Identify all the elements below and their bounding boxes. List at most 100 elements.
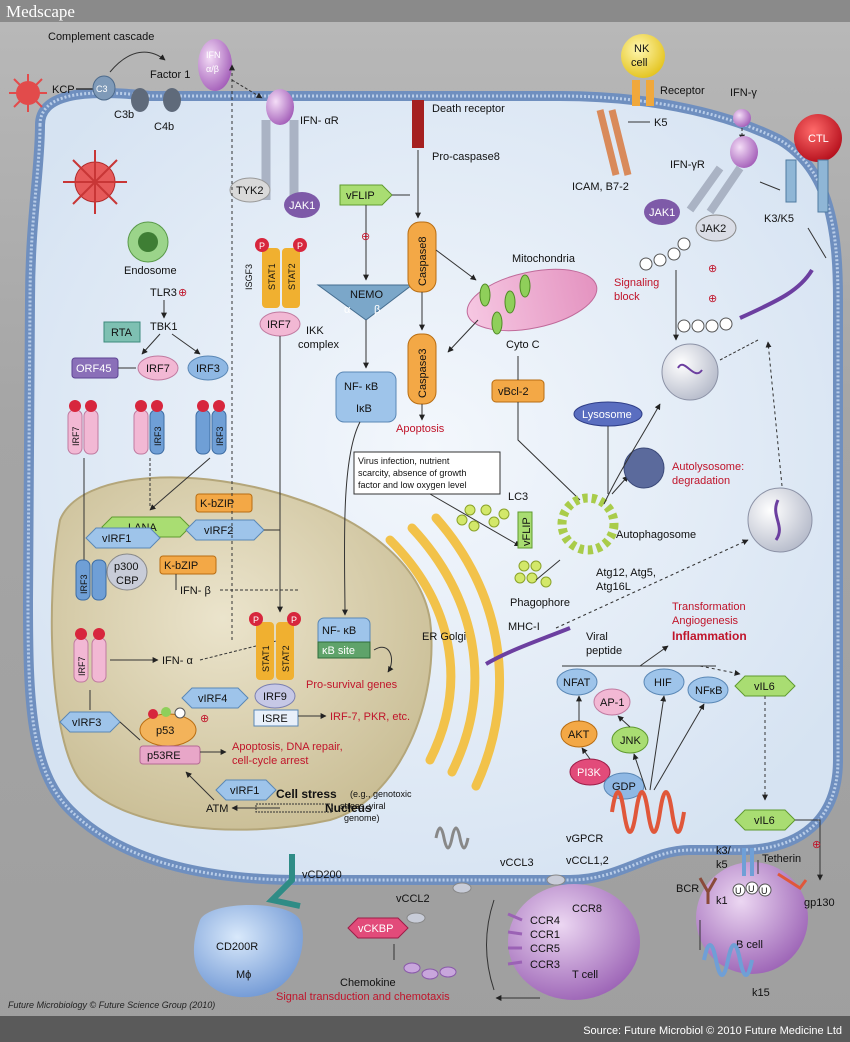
- virf1-a-protein: [85, 527, 161, 549]
- nk-receptor-2: [646, 80, 654, 106]
- mhc-degrade-arrow: [719, 339, 759, 361]
- vbcl2-label: vBcl-2: [498, 386, 529, 398]
- u-label-2: U: [748, 884, 755, 894]
- mito-to-casp3-arrow: [447, 319, 479, 353]
- vil6-a-label: vIL6: [754, 681, 775, 693]
- source-text: Source: Future Microbiol © 2010 Future M…: [583, 1025, 842, 1037]
- c3-label: C3: [96, 84, 108, 94]
- to-proteasome-arrow: [603, 403, 661, 505]
- mito-bcl2-proteins: [479, 274, 531, 335]
- lc3-label: LC3: [508, 491, 528, 503]
- nfkb-ikb-complex: [335, 371, 397, 423]
- death-receptor: [412, 100, 424, 148]
- kbzip-a-label: K-bZIP: [200, 498, 234, 510]
- ubiquitin-chain-b: [677, 317, 733, 333]
- mhc1-label: MHC-I: [508, 621, 540, 633]
- ifn-ab-label-2: α/β: [206, 64, 219, 74]
- irf7-nuclear-label: IRF7: [77, 656, 87, 676]
- lc3-particles: [456, 504, 510, 532]
- vccl2-molecule: [406, 912, 426, 924]
- plus-sign-f: ⊕: [812, 839, 821, 851]
- vil6-b: [734, 809, 796, 831]
- b-cell-label: B cell: [736, 939, 763, 951]
- caspase8-label: Caspase8: [417, 236, 429, 286]
- factor1-label: Factor 1: [150, 69, 190, 81]
- irf3-nuclear-label: IRF3: [79, 574, 89, 594]
- tbk1-label: TBK1: [150, 321, 178, 333]
- hif-label: HIF: [654, 677, 672, 689]
- k1-label: k1: [716, 895, 728, 907]
- nemo-label: NEMO: [350, 289, 383, 301]
- dna-strand: [255, 803, 333, 813]
- prosurvival-label: Pro-survival genes: [306, 679, 398, 691]
- inflammation-label: Inflammation: [672, 629, 747, 643]
- p53-acetyl: [161, 707, 171, 717]
- ifn-g-ligand: [733, 109, 751, 127]
- hif-protein: [643, 668, 685, 696]
- plus-sign-e: ⊕: [200, 713, 209, 725]
- nfkb-to-nucleus-arrow: [341, 421, 361, 616]
- jak1-b-label: JAK1: [649, 207, 675, 219]
- vccl3-label: vCCL3: [500, 857, 534, 869]
- irf7-dimer-label: IRF7: [71, 426, 81, 446]
- nk-label-1: NK: [634, 43, 650, 55]
- jak1-a-protein: [284, 192, 320, 218]
- vil6-to-gp130: [795, 819, 823, 881]
- nfkb-nuclear-label: NF- κB: [322, 625, 356, 637]
- ifn-gr-head: [730, 136, 758, 168]
- ubiquitin-bcell: [732, 881, 772, 897]
- cell-stress-sub-2: stress, viral: [340, 801, 386, 811]
- t-cell-label: T cell: [572, 969, 598, 981]
- vflip-b-label: vFLIP: [521, 517, 533, 546]
- phospho-stat1: [255, 238, 269, 252]
- nucleus-label: Nucleus: [325, 801, 372, 815]
- ctl-label: CTL: [808, 133, 829, 145]
- ccr4-label: CCR4: [530, 915, 560, 927]
- mhc-ubiquitin-tail: [739, 268, 814, 320]
- kbzip-b-label: K-bZIP: [164, 560, 198, 572]
- jnk-to-ap1-arrow: [617, 715, 631, 728]
- nfkb-to-vil6-dashed: [699, 665, 741, 676]
- p53re-label: p53RE: [147, 750, 181, 762]
- tbk1-to-irf7-arrow: [141, 333, 161, 355]
- k3k5-inhibit-ifngr: [759, 181, 781, 191]
- c4b-protein: [163, 88, 181, 112]
- vflip-a-label: vFLIP: [346, 190, 375, 202]
- isre-label: ISRE: [262, 713, 288, 725]
- apoptosis-dna-label-1: Apoptosis, DNA repair,: [232, 741, 343, 753]
- signaling-block-label-1: Signaling: [614, 277, 659, 289]
- vckbp-protein: [347, 917, 409, 939]
- gdp-protein: [603, 772, 645, 800]
- endosome-label: Endosome: [124, 265, 177, 277]
- tyk2-label: TYK2: [236, 185, 264, 197]
- p53-label: p53: [156, 725, 174, 737]
- virus-box-line-1: Virus infection, nutrient: [358, 456, 450, 466]
- gpcr-loop: [434, 826, 470, 850]
- gp130-receptor: [777, 872, 808, 891]
- ikb-label: IκB: [356, 403, 372, 415]
- ap1-protein: [593, 688, 631, 716]
- ccr-receptors: [507, 912, 523, 966]
- akt-label: AKT: [568, 729, 590, 741]
- isre-element: [253, 709, 299, 727]
- kb-site: [317, 641, 371, 659]
- nucleus: [50, 476, 433, 831]
- mhc-to-vesicle-dashed: [555, 539, 749, 629]
- cbp-label: CBP: [116, 575, 139, 587]
- vccl-bracket: [486, 899, 495, 991]
- complement-arrow: [109, 51, 166, 73]
- macrophage: [193, 905, 303, 998]
- tlr3-label: TLR3: [150, 287, 177, 299]
- irf7-label: IRF7: [146, 363, 170, 375]
- phagophore: [514, 560, 552, 588]
- c3-protein: [92, 75, 116, 101]
- irf9-label: IRF9: [263, 691, 287, 703]
- virf1-a-label: vIRF1: [102, 533, 131, 545]
- nfkb-right-protein: [687, 676, 729, 704]
- complement-cascade-label: Complement cascade: [48, 31, 154, 43]
- vflip-inhibit-atg: [535, 559, 561, 581]
- ccr8-label: CCR8: [572, 903, 602, 915]
- cell-stress-sub-3: genome): [344, 813, 380, 823]
- vgpcr-arrows: [632, 695, 705, 791]
- gdp-label: GDP: [612, 781, 636, 793]
